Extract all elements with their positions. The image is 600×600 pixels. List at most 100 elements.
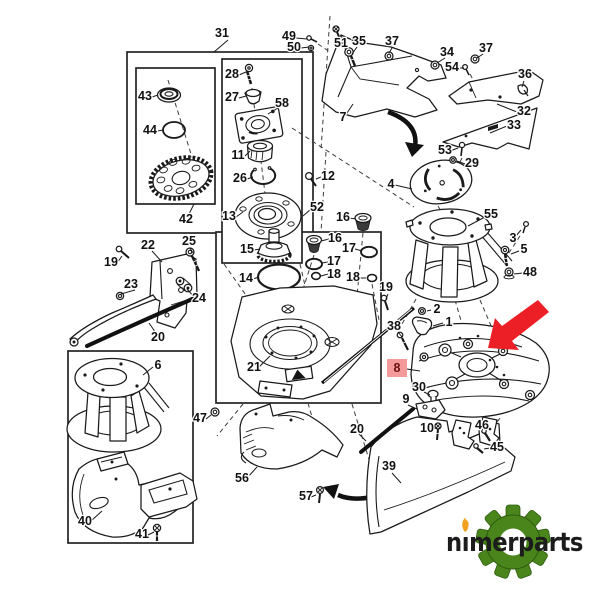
part-label-26-19: 26 xyxy=(233,171,247,185)
part-label-58-17: 58 xyxy=(275,96,289,110)
part-label-52-22: 52 xyxy=(310,200,324,214)
part-9-plate xyxy=(415,399,446,420)
part-label-18-44: 18 xyxy=(346,270,360,284)
part-label-17-40: 17 xyxy=(327,254,341,268)
part-50-nut xyxy=(307,44,315,52)
part-label-13-21: 13 xyxy=(222,209,236,223)
part-label-20-38: 20 xyxy=(151,330,165,344)
part-label-25-36: 25 xyxy=(182,234,196,248)
part-18-ring-left xyxy=(310,271,322,281)
part-47-nut xyxy=(210,407,220,417)
part-label-15-23: 15 xyxy=(240,242,254,256)
part-label-23-35: 23 xyxy=(124,277,138,291)
part-20-rod-right xyxy=(359,407,415,454)
part-label-3-30: 3 xyxy=(510,231,517,245)
part-12-bolt xyxy=(304,171,317,187)
part-27-cup xyxy=(244,88,262,105)
part-label-27-16: 27 xyxy=(225,90,239,104)
part-38-bolt xyxy=(396,331,409,351)
part-42-gear xyxy=(148,155,214,201)
part-7-deflector xyxy=(321,34,447,118)
part-label-51-3: 51 xyxy=(334,36,348,50)
part-13-flange-disc xyxy=(234,192,302,240)
part-label-50-2: 50 xyxy=(287,40,301,54)
part-label-14-24: 14 xyxy=(239,271,253,285)
highlight-box[interactable] xyxy=(387,359,407,377)
part-43-bearing xyxy=(156,87,182,103)
part-label-36-9: 36 xyxy=(518,67,532,81)
part-48-flange-nut xyxy=(503,267,515,280)
highlighted-part-callout[interactable]: 8 xyxy=(387,359,407,377)
part-label-57-60: 57 xyxy=(299,489,313,503)
part-57-screw xyxy=(315,485,325,504)
part-label-53-12: 53 xyxy=(438,143,452,157)
part-36-clip xyxy=(517,84,529,97)
part-label-45-54: 45 xyxy=(490,440,504,454)
part-25-bolt xyxy=(185,247,201,272)
rotate-arrow-bottom-icon xyxy=(323,484,373,501)
part-label-46-53: 46 xyxy=(475,418,489,432)
part-37-nut-left xyxy=(384,51,394,61)
part-40-chute xyxy=(71,451,198,538)
part-3-screw xyxy=(522,220,530,234)
part-30-grommet xyxy=(427,389,439,403)
part-16-plug-left xyxy=(305,234,323,254)
part-49-screw xyxy=(306,35,318,43)
part-label-16-39: 16 xyxy=(328,231,342,245)
part-label-17-43: 17 xyxy=(342,241,356,255)
part-41-screw xyxy=(152,523,162,541)
highlighted-part-number: 8 xyxy=(394,361,401,375)
part-2-nut xyxy=(417,306,427,316)
part-32-plate xyxy=(448,69,544,105)
part-24-link xyxy=(175,276,193,293)
part-5-bolt xyxy=(500,245,511,267)
part-label-44-26: 44 xyxy=(143,123,157,137)
part-53-screw xyxy=(458,141,466,157)
part-label-33-11: 33 xyxy=(507,118,521,132)
part-17-ring-right xyxy=(360,245,378,259)
part-label-5-31: 5 xyxy=(521,242,528,256)
brand-watermark: nımerparts xyxy=(446,504,584,579)
part-label-35-4: 35 xyxy=(352,34,366,48)
part-19-bolt-left xyxy=(115,245,130,259)
part-28-bolt xyxy=(244,63,254,85)
part-6-blower-cage xyxy=(66,357,170,453)
part-16-plug-right xyxy=(354,212,372,232)
part-label-41-58: 41 xyxy=(135,527,149,541)
part-label-32-10: 32 xyxy=(517,104,531,118)
part-label-21-45: 21 xyxy=(247,360,261,374)
part-label-40-57: 40 xyxy=(78,514,92,528)
rotate-arrow-top-icon xyxy=(387,109,424,157)
part-label-20-62: 20 xyxy=(350,422,364,436)
part-label-55-29: 55 xyxy=(484,207,498,221)
part-label-12-20: 12 xyxy=(321,169,335,183)
red-arrow-icon xyxy=(488,300,549,350)
part-45-pin xyxy=(473,443,484,454)
part-56-housing-segment xyxy=(239,403,344,470)
part-label-37-8: 37 xyxy=(479,41,493,55)
part-label-6-56: 6 xyxy=(155,358,162,372)
part-label-30-50: 30 xyxy=(412,380,426,394)
part-label-28-15: 28 xyxy=(225,67,239,81)
part-55-blower-cage xyxy=(405,208,513,303)
part-label-11-18: 11 xyxy=(231,148,244,162)
part-18-ring-right xyxy=(366,273,378,283)
part-label-16-42: 16 xyxy=(336,210,350,224)
part-label-42-27: 42 xyxy=(179,212,193,226)
brand-name-text: nımerparts xyxy=(446,528,583,558)
part-4-impeller-disc xyxy=(409,159,473,205)
part-label-39-61: 39 xyxy=(382,459,396,473)
leader-lines xyxy=(90,32,525,536)
part-37-nut-right xyxy=(470,54,480,64)
part-29-nut xyxy=(449,156,457,164)
part-26-snap-ring xyxy=(250,166,277,185)
part-label-54-7: 54 xyxy=(445,60,459,74)
part-label-1-48: 1 xyxy=(446,315,453,329)
part-58-flange-housing xyxy=(234,106,284,144)
part-label-24-37: 24 xyxy=(192,291,206,305)
part-label-43-25: 43 xyxy=(138,89,152,103)
part-label-7-14: 7 xyxy=(340,110,347,124)
part-label-48-32: 48 xyxy=(523,265,537,279)
